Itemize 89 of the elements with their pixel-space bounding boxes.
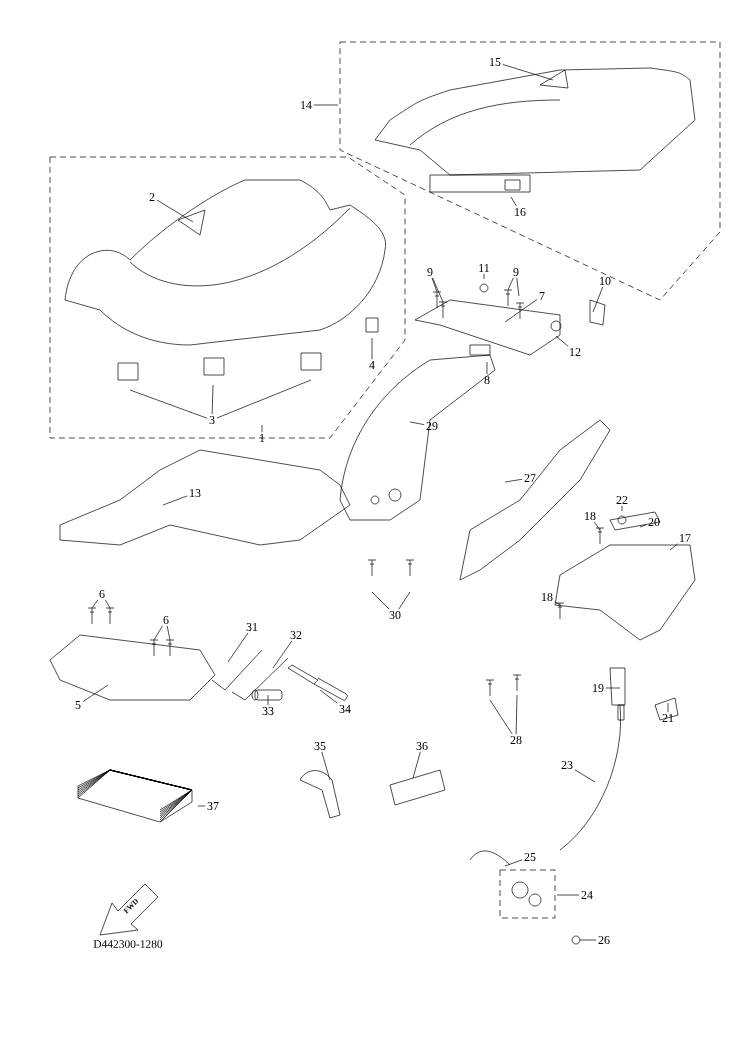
callout-number: 7 (539, 292, 545, 300)
callout-number: 29 (426, 422, 438, 430)
leader-line (319, 689, 338, 704)
callout-number: 9 (513, 268, 519, 276)
leader-line (267, 694, 269, 706)
leader-line (621, 505, 623, 512)
leader-line (105, 599, 111, 609)
leader-line (156, 199, 194, 223)
callout-number: 23 (561, 761, 573, 769)
callout-number: 6 (99, 590, 105, 598)
leader-line (486, 361, 488, 375)
callout-number: 36 (416, 742, 428, 750)
leader-line (489, 699, 513, 735)
callout-number: 14 (301, 101, 312, 109)
leader-line (398, 591, 411, 610)
callout-number: 2 (149, 193, 155, 201)
leader-line (82, 684, 109, 703)
leader-line (515, 694, 518, 735)
leader-line (313, 104, 339, 106)
leader-line (272, 640, 293, 669)
callout-number: 18 (585, 511, 596, 521)
callout-number: 26 (598, 936, 610, 944)
leader-line (91, 599, 99, 609)
leader-line (507, 277, 514, 291)
callout-number: 17 (680, 534, 691, 542)
callout-number: 13 (190, 489, 201, 497)
leader-line (504, 859, 523, 867)
callout-number: 28 (510, 735, 522, 745)
callout-number: 8 (484, 375, 490, 385)
callout-number: 18 (542, 592, 553, 602)
callout-number: 12 (570, 348, 581, 356)
leader-line (502, 64, 554, 81)
callout-number: 19 (593, 684, 604, 692)
leader-line (216, 379, 312, 419)
callout-number: 3 (209, 416, 215, 424)
callout-number: 32 (290, 631, 302, 639)
leader-line (555, 335, 569, 347)
leader-line (667, 702, 669, 713)
callout-number: 21 (662, 714, 674, 722)
leader-line (574, 769, 596, 783)
leader-line (129, 389, 208, 419)
leader-line (432, 277, 444, 303)
leader-line (504, 299, 538, 323)
callout-number: 5 (75, 701, 81, 709)
callout-number: 27 (524, 474, 536, 482)
leader-line (371, 591, 390, 610)
leader-line (554, 601, 561, 606)
leader-line (261, 424, 263, 433)
leader-line (412, 751, 421, 779)
callout-number: 25 (524, 853, 536, 861)
callout-number: 37 (207, 802, 219, 810)
leader-line (556, 894, 580, 896)
leader-line (593, 521, 601, 531)
callout-number: 24 (581, 891, 593, 899)
leader-line (510, 196, 517, 207)
callout-number: 10 (600, 276, 611, 286)
leader-line (516, 277, 520, 297)
callout-number: 15 (490, 58, 501, 66)
leader-line (483, 273, 485, 280)
leader-line (321, 751, 331, 781)
leader-line (592, 286, 604, 313)
leader-line (639, 524, 647, 528)
callout-number: 11 (479, 264, 490, 272)
diagram-number: D442300-1280 (93, 940, 163, 948)
callout-number: 22 (616, 496, 628, 504)
callout-number: 35 (314, 742, 326, 750)
callout-number: 20 (648, 517, 660, 527)
leader-line (589, 939, 597, 941)
leader-line (166, 625, 171, 641)
leader-line (504, 478, 523, 483)
leader-line (669, 543, 679, 551)
leader-line (227, 632, 249, 663)
callout-number: 34 (339, 705, 351, 713)
leader-line (153, 625, 163, 641)
leader-line (371, 337, 373, 360)
leader-line (431, 277, 438, 293)
callout-number: 9 (427, 268, 433, 276)
callout-number: 6 (163, 616, 169, 624)
callout-number: 4 (369, 361, 375, 369)
leader-line (409, 421, 425, 425)
callout-number: 33 (262, 707, 274, 715)
leader-line (197, 805, 206, 807)
leader-line (211, 384, 214, 415)
callout-number: 16 (515, 208, 526, 216)
callout-number: 1 (260, 434, 265, 442)
leader-line (162, 495, 188, 506)
leader-line (605, 687, 621, 689)
callout-number: 31 (246, 623, 258, 631)
callout-number: 30 (389, 610, 401, 620)
